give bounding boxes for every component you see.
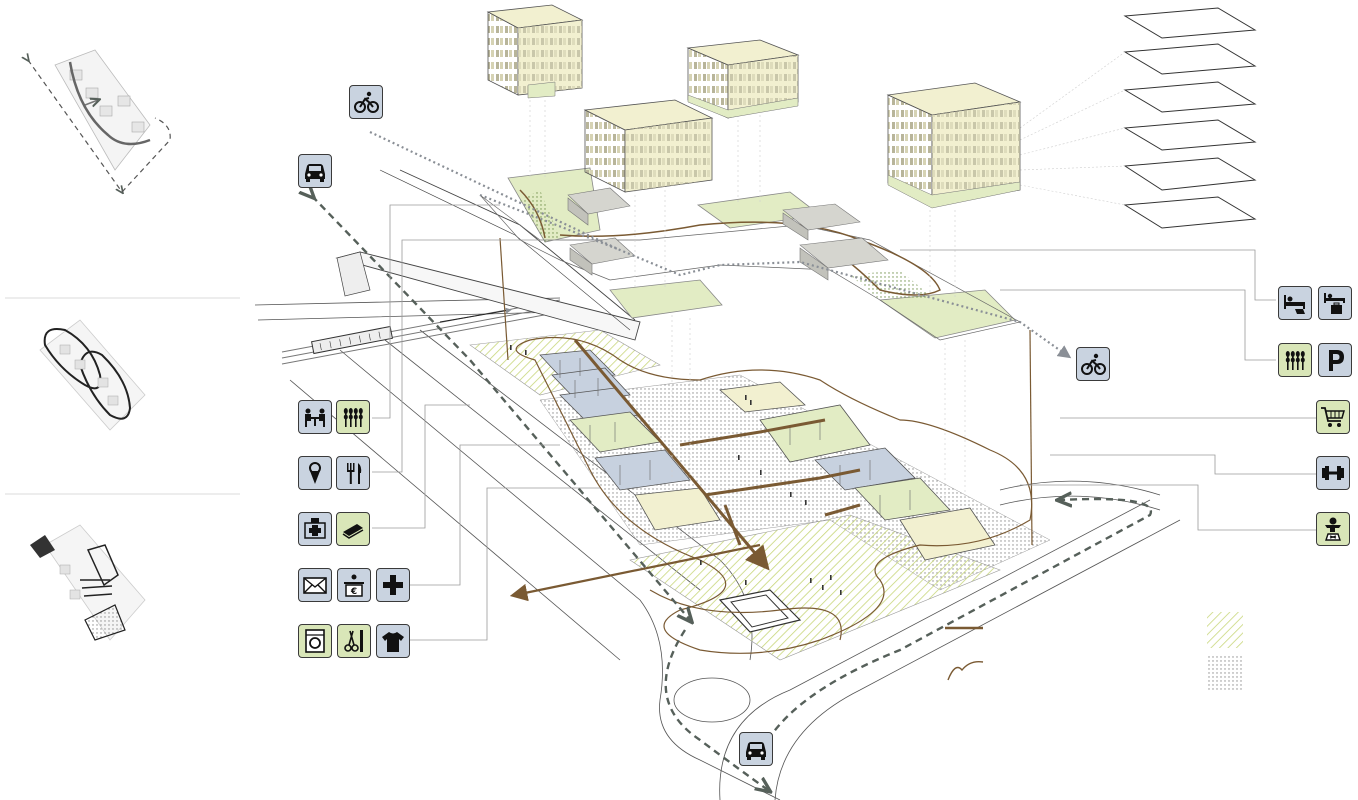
legend-green-hatch — [1207, 612, 1243, 648]
leader-lines — [372, 204, 1316, 641]
hotel-luggage-icon[interactable] — [1318, 286, 1352, 320]
book-icon[interactable] — [336, 512, 370, 546]
legend — [945, 612, 1243, 692]
laundry-icon[interactable] — [298, 624, 332, 658]
car-icon[interactable] — [298, 154, 332, 188]
thumbnail-circulation — [28, 49, 171, 192]
mail-icon[interactable] — [298, 568, 332, 602]
fitness-icon[interactable] — [1316, 456, 1350, 490]
legend-grey-hatch — [1207, 656, 1243, 692]
shopping-cart-icon[interactable] — [1316, 400, 1350, 434]
barber-icon[interactable] — [337, 624, 371, 658]
bank-icon[interactable]: € — [337, 568, 371, 602]
svg-text:€: € — [350, 587, 357, 597]
wheat-icon[interactable] — [336, 400, 370, 434]
tower-1 — [486, 4, 584, 99]
cafe-icon[interactable] — [298, 400, 332, 434]
parking-icon[interactable] — [1318, 343, 1352, 377]
bicycle-icon[interactable] — [1076, 347, 1110, 381]
ground-plan — [469, 329, 1051, 661]
tower-3 — [583, 99, 714, 193]
tower-4 — [886, 82, 1022, 209]
floor-plates-stack — [1019, 7, 1257, 229]
thumbnail-clusters — [39, 319, 146, 431]
car-icon[interactable] — [739, 732, 773, 766]
hotel-bed-icon[interactable] — [1278, 286, 1312, 320]
medical-cross-icon[interactable] — [376, 568, 410, 602]
pharmacy-icon[interactable] — [298, 512, 332, 546]
tower-2 — [686, 39, 800, 119]
restaurant-icon[interactable] — [336, 456, 370, 490]
residential-buildings — [486, 4, 1022, 209]
bicycle-icon[interactable] — [349, 85, 383, 119]
car-route — [312, 196, 1153, 790]
wheat-icon[interactable] — [1278, 343, 1312, 377]
childcare-icon[interactable] — [1316, 512, 1350, 546]
thumbnail-zoning — [30, 524, 146, 641]
clothing-icon[interactable] — [376, 624, 410, 658]
legend-curved-path — [947, 660, 984, 681]
ice-cream-icon[interactable] — [298, 456, 332, 490]
